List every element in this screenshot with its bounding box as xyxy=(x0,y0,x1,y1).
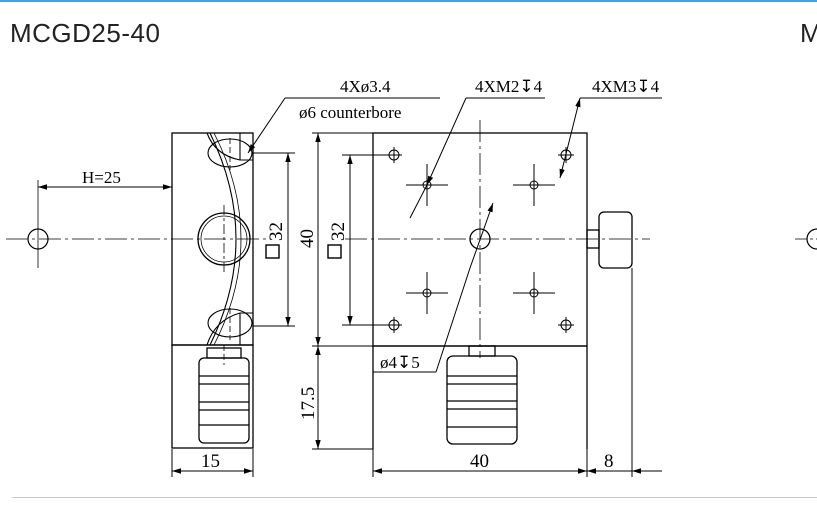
side-view xyxy=(171,132,254,449)
dim-square-right: 32 xyxy=(327,154,390,326)
dim-width-left: 15 xyxy=(171,449,254,477)
center-depth-symbol: ↧ xyxy=(397,353,411,372)
m3-depth-symbol: ↧ xyxy=(636,77,650,96)
bottom-knob-neck xyxy=(468,345,496,357)
dim-width-right-label: 40 xyxy=(470,451,489,472)
m2-callout: 4XM2↧4 xyxy=(409,77,545,219)
m2-hole xyxy=(513,272,555,314)
m2-depth: 4 xyxy=(534,77,543,96)
side-knob xyxy=(198,357,250,444)
m3-hole xyxy=(558,317,574,333)
m2-label: 4XM2 xyxy=(475,77,519,96)
left-centerlines xyxy=(6,138,270,365)
counterbore-label: ø6 counterbore xyxy=(299,103,401,122)
m2-hole xyxy=(406,272,448,314)
next-reference-circle xyxy=(806,228,817,250)
center-hole-callout: ø4↧5 xyxy=(373,202,494,373)
top-view xyxy=(372,132,633,449)
m3-label: 4XM3 xyxy=(592,77,636,96)
dim-height-lower-label: 17.5 xyxy=(298,387,319,420)
dim-square-left-label: 32 xyxy=(266,222,287,241)
bottom-divider xyxy=(12,497,817,498)
m2-hole xyxy=(513,164,555,206)
svg-text:4XM3↧4: 4XM3↧4 xyxy=(592,77,660,96)
right-centerlines xyxy=(345,120,817,358)
center-hole-label: ø4 xyxy=(380,353,398,372)
svg-text:4XM2↧4: 4XM2↧4 xyxy=(475,77,543,96)
next-title-fragment: M xyxy=(800,18,817,48)
dim-height: 40 xyxy=(297,132,373,347)
dim-height-label: 40 xyxy=(297,229,318,248)
m2-depth-symbol: ↧ xyxy=(519,77,533,96)
dim-square-right-label: 32 xyxy=(328,222,349,241)
svg-text:ø4↧5: ø4↧5 xyxy=(380,353,420,372)
bottom-knob xyxy=(446,355,518,445)
dim-width-left-label: 15 xyxy=(201,451,220,472)
square-symbol-left xyxy=(265,244,280,259)
dim-width-right: 40 xyxy=(372,449,588,477)
dim-knob-offset-label: 8 xyxy=(604,451,614,472)
top-accent-line xyxy=(0,0,817,2)
right-knob xyxy=(598,211,633,269)
dim-h-label: H=25 xyxy=(82,168,121,187)
dim-height-lower: 17.5 xyxy=(298,346,373,450)
m3-callout: 4XM3↧4 xyxy=(559,77,662,179)
page-title: MCGD25-40 xyxy=(10,18,161,48)
side-lower-body xyxy=(171,344,254,449)
hole-spec-label: 4Xø3.4 xyxy=(340,77,391,96)
dim-h: H=25 xyxy=(38,168,172,190)
m3-depth: 4 xyxy=(651,77,660,96)
center-hole-depth: 5 xyxy=(411,353,420,372)
dim-square-left: 32 xyxy=(253,152,295,327)
dim-knob-offset: 8 xyxy=(587,268,662,477)
hole-spec-callout: 4Xø3.4 ø6 counterbore xyxy=(247,77,440,154)
square-symbol-right xyxy=(327,244,342,259)
